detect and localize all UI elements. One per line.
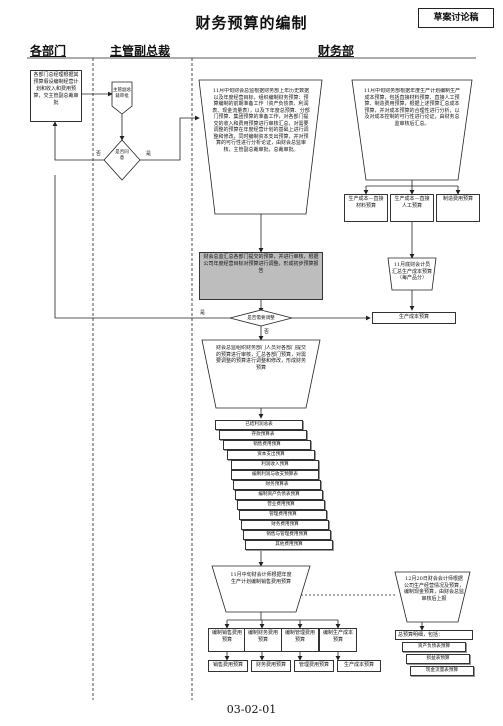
income-statement-budget: 损益表预算 — [406, 654, 470, 664]
admin-expense-result: 管理费用预算 — [294, 660, 334, 672]
statement-8: 营业费用预算 — [237, 500, 325, 510]
approve-decision-label: 是否同意 — [115, 150, 129, 161]
cashflow-budget: 现金流量表预算 — [410, 666, 474, 676]
production-cost-result: 生产成本预算 — [337, 660, 381, 672]
statement-5: 编制利润与收支预算表 — [231, 470, 319, 480]
statement-7: 编制资产负债表预算 — [235, 490, 323, 500]
cash-trap-text: 12月20日财会会计师根据公司生产经营情况及预算，编制现金预算，由财会总监审核后… — [404, 576, 465, 602]
statement-0: 已结利润总表 — [215, 420, 303, 430]
statement-9: 管理费用预算 — [239, 510, 327, 520]
total-budget-box: 总预算明细，包括： — [395, 630, 473, 640]
direct-material-budget: 生产成本—直接材料预算 — [344, 194, 388, 222]
vp-review-shape — [111, 81, 133, 115]
statement-12: 其他费用预算 — [245, 540, 333, 550]
finance-trapezoid-1 — [198, 79, 323, 215]
accountant-text: 财会总监组织财务部门人员对各部门提交的预算进行审核，汇总各部门预算，对需要调整的… — [215, 345, 306, 371]
dept-budget-box: 各部门总经理根据其预算假设编制经营计划和收入和费用预算，交主管副总裁审批 — [30, 70, 82, 122]
cost-summary-trapezoid — [387, 257, 437, 291]
sales-expense-result: 销售费用预算 — [208, 660, 248, 672]
cash-trapezoid — [394, 571, 471, 623]
finance-expense-result: 财务费用预算 — [251, 660, 291, 672]
finance-trapezoid-2 — [351, 79, 473, 181]
cost-final-box: 生产成本预算 — [372, 312, 456, 324]
lane-vp: 主管副总裁 — [110, 44, 171, 58]
statement-3: 资本支出预算 — [227, 450, 315, 460]
draft-tag: 草案讨论稿 — [418, 8, 494, 28]
vp-review-label: 主管副总裁审批 — [113, 88, 131, 99]
accountant-trapezoid — [201, 339, 321, 409]
finance-trap1-text: 11月中旬财会总监根据财务部上年历史数据以及年度经营目标，组织编制财务预算：预算… — [212, 88, 310, 153]
lane-departments: 各部门 — [30, 44, 67, 58]
yes-label-right: 是 — [146, 151, 152, 157]
statement-6: 财务预算表 — [233, 480, 321, 490]
yes-label-bottom: 是 — [200, 310, 206, 316]
gray-summary-box: 财会总监汇总各部门提交的预算，并进行审核，根据公司年度经营目标对预算进行调整，形… — [199, 252, 323, 300]
no-label-bottom: 否 — [264, 329, 270, 335]
approve-decision-diamond — [103, 139, 141, 181]
overhead-budget: 制造费用预算 — [436, 194, 480, 222]
page-footer: 03-02-01 — [226, 703, 277, 716]
sales-expense-task: 编制销售费用预算 — [208, 628, 246, 652]
sales-trapezoid — [211, 565, 311, 613]
page-title: 财务预算的编制 — [195, 14, 308, 32]
sales-trap-text: 11月中旬财会计师根据年度生产计划编制销售费用预算 — [230, 572, 292, 585]
statement-2: 销售费用预算 — [223, 440, 311, 450]
budget-decision-diamond — [229, 309, 293, 327]
finance-expense-task: 编制财务费用预算 — [244, 628, 282, 652]
lane-finance: 财务部 — [318, 44, 355, 58]
finance-trap2-text: 11月中旬财务部根据年度生产计划编制生产成本预算，包括直接材料预算、直接人工预算… — [363, 88, 461, 127]
cost-summary-text: 11月底财会计员汇总生产成本预算（每产品分） — [392, 262, 433, 281]
production-cost-task: 编制生产成本预算 — [319, 628, 357, 652]
admin-expense-task: 编制管理费用预算 — [281, 628, 319, 652]
statement-11: 销售与管理费用预算 — [243, 530, 331, 540]
balance-sheet-budget: 资产负债表预算 — [402, 642, 466, 652]
statement-4: 利润收入预算 — [231, 460, 319, 470]
no-label-left: 否 — [96, 151, 102, 157]
direct-labor-budget: 生产成本—直接人工预算 — [390, 194, 434, 222]
statement-10: 财务费用预算 — [241, 520, 329, 530]
budget-decision-label: 是否需要调整 — [247, 316, 275, 321]
statement-1: 存款预算表 — [219, 430, 307, 440]
